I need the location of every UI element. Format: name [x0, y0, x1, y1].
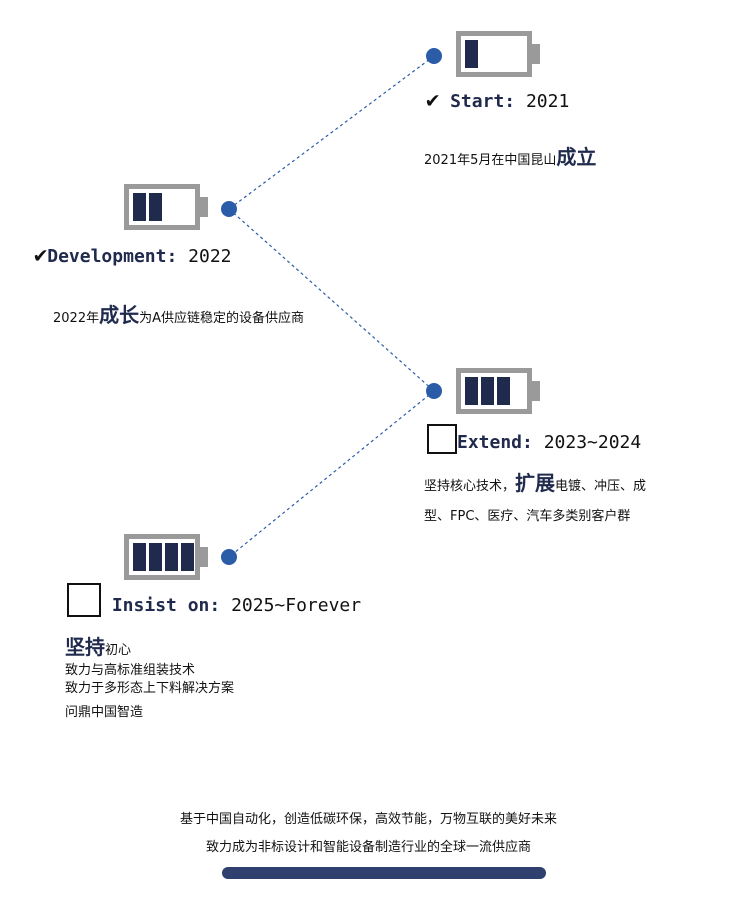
milestone-year: 2021	[525, 91, 570, 112]
desc-line-1: 坚持核心技术，扩展电镀、冲压、成	[424, 472, 694, 498]
milestone-label: Extend:	[457, 432, 533, 453]
milestone-label: Insist on:	[111, 595, 221, 616]
milestone-development-heading: ✔Development: 2022	[34, 243, 232, 268]
desc-line-4: 问鼎中国智造	[65, 705, 144, 720]
milestone-label: Development:	[47, 246, 178, 267]
battery-cell	[133, 193, 146, 221]
battery-cell	[133, 543, 146, 571]
milestone-year: 2025~Forever	[231, 595, 362, 616]
milestone-extend-heading: Extend: 2023~2024	[427, 424, 641, 454]
desc-highlight: 坚持	[65, 635, 105, 659]
footer-bar	[222, 867, 546, 879]
desc-line-2: 致力与高标准组装技术	[65, 663, 196, 678]
battery-cell	[181, 543, 194, 571]
desc-line-3: 致力于多形态上下料解决方案	[65, 681, 235, 696]
connector-line-2	[228, 208, 435, 392]
milestone-development-description: 2022年成长为A供应链稳定的设备供应商	[53, 304, 304, 330]
desc-text: 2021年5月在中国昆山	[424, 153, 557, 168]
milestone-label: Start:	[450, 91, 516, 112]
battery-icon-1-bar	[456, 31, 540, 77]
desc-text: 初心	[105, 643, 132, 658]
milestone-insist-heading: Insist on: 2025~Forever	[67, 583, 361, 617]
battery-cell	[165, 543, 178, 571]
battery-cell	[149, 193, 162, 221]
desc-text: 2022年	[53, 311, 100, 326]
battery-cell	[481, 377, 494, 405]
connector-line-3	[228, 390, 435, 558]
milestone-year: 2023~2024	[543, 432, 642, 453]
timeline-dot-start	[426, 48, 442, 64]
footer-tagline-1: 基于中国自动化，创造低碳环保，高效节能，万物互联的美好未来	[179, 812, 557, 827]
checkbox-empty-icon	[427, 424, 457, 454]
desc-highlight: 成长	[99, 303, 140, 327]
timeline-dot-insist	[221, 549, 237, 565]
battery-cell	[465, 377, 478, 405]
battery-cell	[149, 543, 162, 571]
battery-cell	[465, 40, 478, 68]
footer-tagline-2: 致力成为非标设计和智能设备制造行业的全球一流供应商	[205, 840, 531, 855]
milestone-start-heading: ✔ Start: 2021	[426, 88, 569, 113]
desc-text: 电镀、冲压、成	[555, 479, 647, 494]
connector-line-1	[228, 55, 435, 210]
desc-highlight: 成立	[556, 145, 597, 169]
battery-icon-4-bars	[124, 534, 208, 580]
check-icon: ✔	[426, 88, 440, 113]
desc-text: 坚持核心技术，	[424, 479, 516, 494]
check-icon: ✔	[34, 243, 48, 268]
milestone-extend-description: 坚持核心技术，扩展电镀、冲压、成 型、FPC、医疗、汽车多类别客户群	[424, 472, 694, 528]
desc-line-2: 型、FPC、医疗、汽车多类别客户群	[424, 509, 631, 524]
battery-icon-2-bars	[124, 184, 208, 230]
milestone-year: 2022	[188, 246, 232, 267]
battery-cell	[497, 377, 510, 405]
milestone-insist-description: 坚持初心 致力与高标准组装技术 致力于多形态上下料解决方案 问鼎中国智造	[65, 636, 234, 724]
desc-highlight: 扩展	[515, 471, 556, 495]
milestone-start-description: 2021年5月在中国昆山成立	[424, 146, 596, 172]
desc-line-1: 坚持初心	[65, 636, 234, 662]
checkbox-empty-icon	[67, 583, 101, 617]
battery-icon-3-bars	[456, 368, 540, 414]
timeline-dot-extend	[426, 383, 442, 399]
desc-text: 为A供应链稳定的设备供应商	[139, 311, 304, 326]
timeline-dot-development	[221, 201, 237, 217]
